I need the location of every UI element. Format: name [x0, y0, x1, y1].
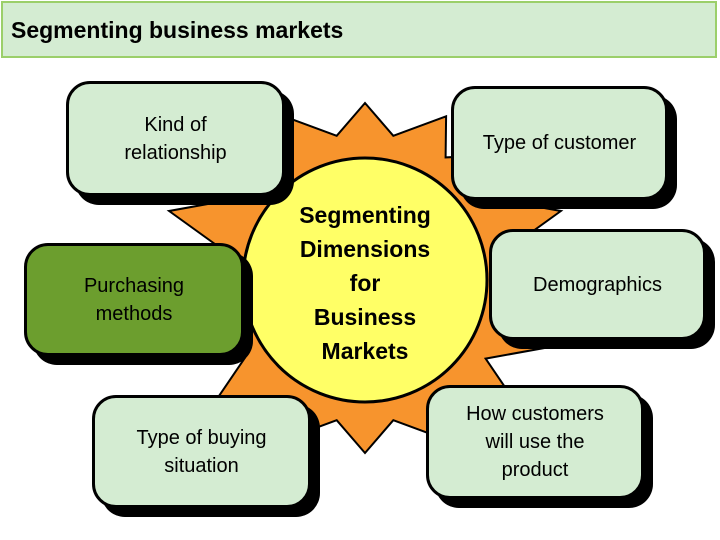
node-label: product: [501, 459, 569, 481]
center-line: for: [349, 270, 381, 296]
node-label: relationship: [124, 141, 227, 164]
node-label: methods: [95, 302, 173, 325]
type-of-customer-box: Type of customer: [451, 86, 668, 200]
node-label: Purchasing: [83, 274, 185, 297]
node-label: Type of buying: [136, 426, 267, 449]
purchasing-methods-box: Purchasing methods: [24, 243, 244, 356]
type-of-buying-situation-box: Type of buying situation: [92, 395, 311, 508]
kind-of-relationship-box: Kind of relationship: [66, 81, 285, 196]
title-bar: Segmenting business markets: [1, 1, 717, 58]
slide-title: Segmenting business markets: [11, 17, 344, 43]
node-label: How customers: [466, 403, 604, 425]
center-line: Segmenting: [299, 202, 431, 228]
center-line: Markets: [321, 338, 409, 364]
center-line: Dimensions: [299, 236, 431, 262]
demographics-box: Demographics: [489, 229, 706, 340]
node-label: Demographics: [533, 273, 662, 296]
center-label: Segmenting Dimensions for Business Marke…: [265, 198, 465, 368]
node-label: Type of customer: [482, 132, 637, 154]
node-label: will use the: [485, 431, 585, 453]
node-label: Kind of: [144, 113, 207, 136]
center-line: Business: [313, 304, 417, 330]
how-customers-use-box: How customers will use the product: [426, 385, 644, 499]
node-label: situation: [164, 454, 239, 477]
